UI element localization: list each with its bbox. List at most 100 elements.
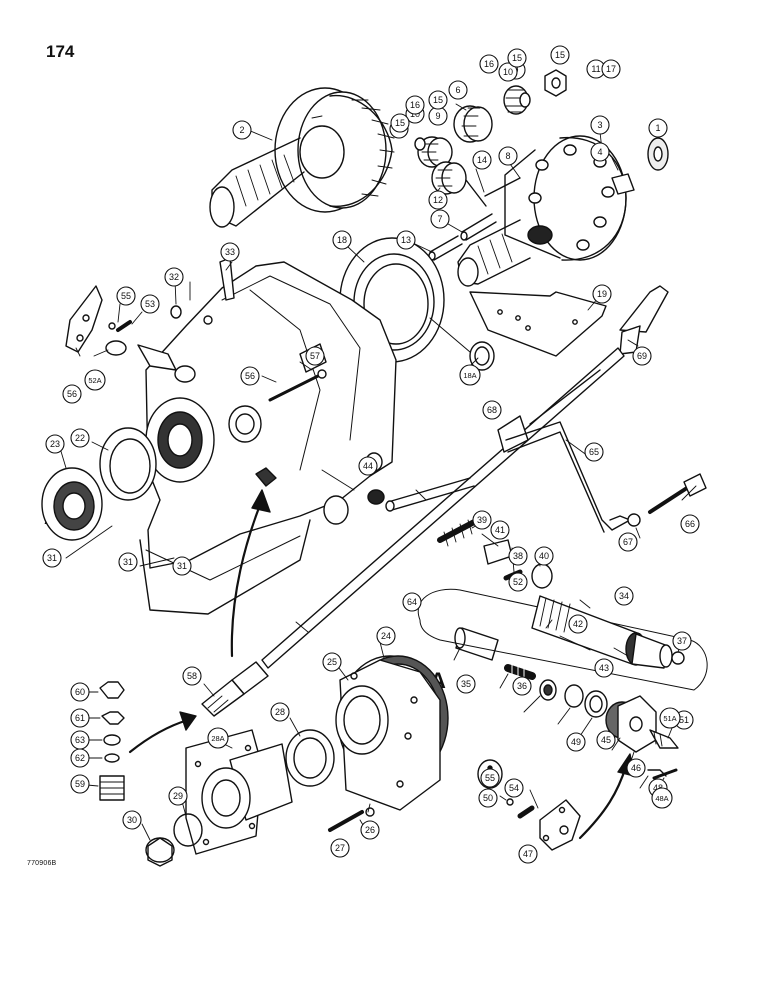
callout-18A: 18A: [459, 364, 481, 386]
callout-40: 40: [534, 546, 554, 566]
callout-31: 31: [172, 556, 192, 576]
part-transmission-housing: [139, 257, 397, 615]
callout-28A: 28A: [207, 727, 229, 749]
callout-label: 59: [75, 779, 85, 789]
callout-25: 25: [322, 652, 342, 672]
callout-label: 36: [517, 681, 527, 691]
callout-label: 44: [363, 461, 373, 471]
callout-label: 34: [619, 591, 629, 601]
callout-label: 11: [591, 64, 600, 74]
callout-label: 26: [365, 825, 375, 835]
callout-label: 55: [485, 773, 495, 783]
callout-31: 31: [118, 552, 138, 572]
callout-circle: [618, 532, 638, 552]
callout-22: 22: [70, 428, 90, 448]
callout-55: 55: [480, 768, 500, 788]
callout-label: 37: [677, 636, 687, 646]
callout-circle: [182, 666, 202, 686]
callout-circle: [651, 787, 673, 809]
callout-60: 60: [70, 682, 90, 702]
callout-circle: [428, 90, 448, 110]
callout-15: 15: [428, 90, 448, 110]
callout-label: 8: [505, 151, 510, 161]
part-left-fittings: [99, 681, 125, 801]
callout-label: 55: [121, 291, 131, 301]
callout-label: 15: [512, 53, 522, 63]
callout-label: 27: [335, 843, 345, 853]
callout-circle: [62, 384, 82, 404]
callout-label: 31: [47, 553, 57, 563]
callout-circle: [482, 400, 502, 420]
callout-30: 30: [122, 810, 142, 830]
callout-label: 68: [487, 405, 497, 415]
callout-circle: [480, 768, 500, 788]
callout-48A: 48A: [651, 787, 673, 809]
callout-label: 7: [437, 214, 442, 224]
callout-52A: 52A: [84, 369, 106, 391]
callout-label: 23: [50, 439, 60, 449]
callout-33: 33: [220, 242, 240, 262]
callout-circle: [168, 786, 188, 806]
part-shift-rod-linkage: [261, 285, 669, 669]
callout-62: 62: [70, 748, 90, 768]
callout-circle: [472, 510, 492, 530]
callout-label: 52: [513, 577, 523, 587]
callout-label: 25: [327, 657, 337, 667]
part-fitting-60: [201, 661, 269, 717]
callout-circle: [518, 844, 538, 864]
callout-29: 29: [168, 786, 188, 806]
callout-circle: [590, 142, 610, 162]
part-clutch-drum: [457, 135, 635, 287]
part-valve-spool: [367, 477, 553, 589]
callout-circle: [358, 456, 378, 476]
callout-label: 15: [555, 50, 565, 60]
callout-35: 35: [456, 674, 476, 694]
callout-label: 60: [75, 687, 85, 697]
callout-label: 1: [655, 123, 660, 133]
callout-circle: [512, 676, 532, 696]
flow-arrow-lower-right: [578, 753, 635, 840]
callout-label: 48: [653, 783, 663, 793]
callout-label: 61: [75, 713, 85, 723]
callout-39: 39: [472, 510, 492, 530]
callout-label: 35: [461, 679, 471, 689]
callout-34: 34: [614, 586, 634, 606]
callout-label: 13: [401, 235, 411, 245]
callout-circle: [140, 294, 160, 314]
callout-label: 45: [601, 735, 611, 745]
callout-label: 22: [75, 433, 85, 443]
callout-45: 45: [596, 730, 616, 750]
part-cover-plate: [469, 291, 607, 357]
callout-label: 56: [245, 371, 255, 381]
callout-circle: [550, 45, 570, 65]
callout-circle: [498, 146, 518, 166]
callout-label: 62: [75, 753, 85, 763]
flow-arrow-lower-left: [128, 711, 197, 754]
part-spool-34: [417, 588, 708, 691]
callout-label: 39: [477, 515, 487, 525]
callout-label: 41: [495, 525, 505, 535]
callout-label: 40: [539, 551, 549, 561]
callout-label: 58: [187, 671, 197, 681]
callout-label: 16: [484, 59, 494, 69]
callout-label: 64: [407, 597, 417, 607]
part-planet-gears: [414, 69, 567, 195]
callout-63: 63: [70, 730, 90, 750]
callout-label: 30: [127, 815, 137, 825]
callout-circle: [430, 209, 450, 229]
callout-circle: [232, 120, 252, 140]
callout-circle: [305, 346, 325, 366]
callout-circle: [626, 758, 646, 778]
callout-circle: [504, 778, 524, 798]
callout-label: 51A: [663, 714, 676, 723]
part-bolt-68: [627, 473, 707, 527]
callout-label: 31: [177, 561, 187, 571]
callout-circle: [601, 59, 621, 79]
callout-circle: [568, 614, 588, 634]
callout-7: 7: [430, 209, 450, 229]
callout-circle: [402, 592, 422, 612]
callout-label: 69: [637, 351, 647, 361]
callout-56: 56: [62, 384, 82, 404]
callout-label: 19: [597, 289, 607, 299]
callout-label: 52A: [88, 376, 101, 385]
